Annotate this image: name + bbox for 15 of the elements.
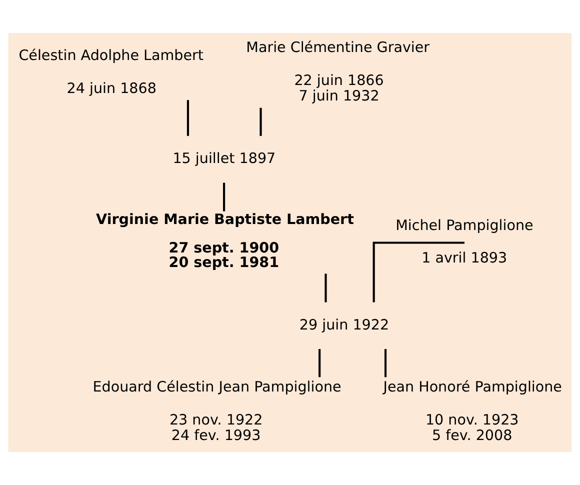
node-text: Célestin Adolphe Lambert 24 juin 1868 xyxy=(18,48,204,97)
node-text: 29 juin 1922 xyxy=(299,317,390,334)
node-text: Virginie Marie Baptiste Lambert 27 sept. 1900 20 sept. 1981 xyxy=(96,212,354,271)
connector xyxy=(384,349,387,378)
node-text: 15 juillet 1897 xyxy=(172,150,276,167)
connector xyxy=(318,349,321,378)
connector xyxy=(223,182,226,212)
connector xyxy=(324,274,327,302)
connector xyxy=(260,108,262,136)
connector xyxy=(372,242,464,302)
node-text: Edouard Célestin Jean Pampiglione 23 nov. 1922 24 fev. 1993 xyxy=(92,380,342,444)
connector xyxy=(186,100,190,136)
node-text: Jean Honoré Pampiglione 10 nov. 1923 5 fev. 2008 xyxy=(383,380,562,444)
node-text: Michel Pampiglione 1 avril 1893 xyxy=(396,218,534,267)
node-text: Marie Clémentine Gravier 22 juin 1866 7 juin 1932 xyxy=(246,40,430,105)
